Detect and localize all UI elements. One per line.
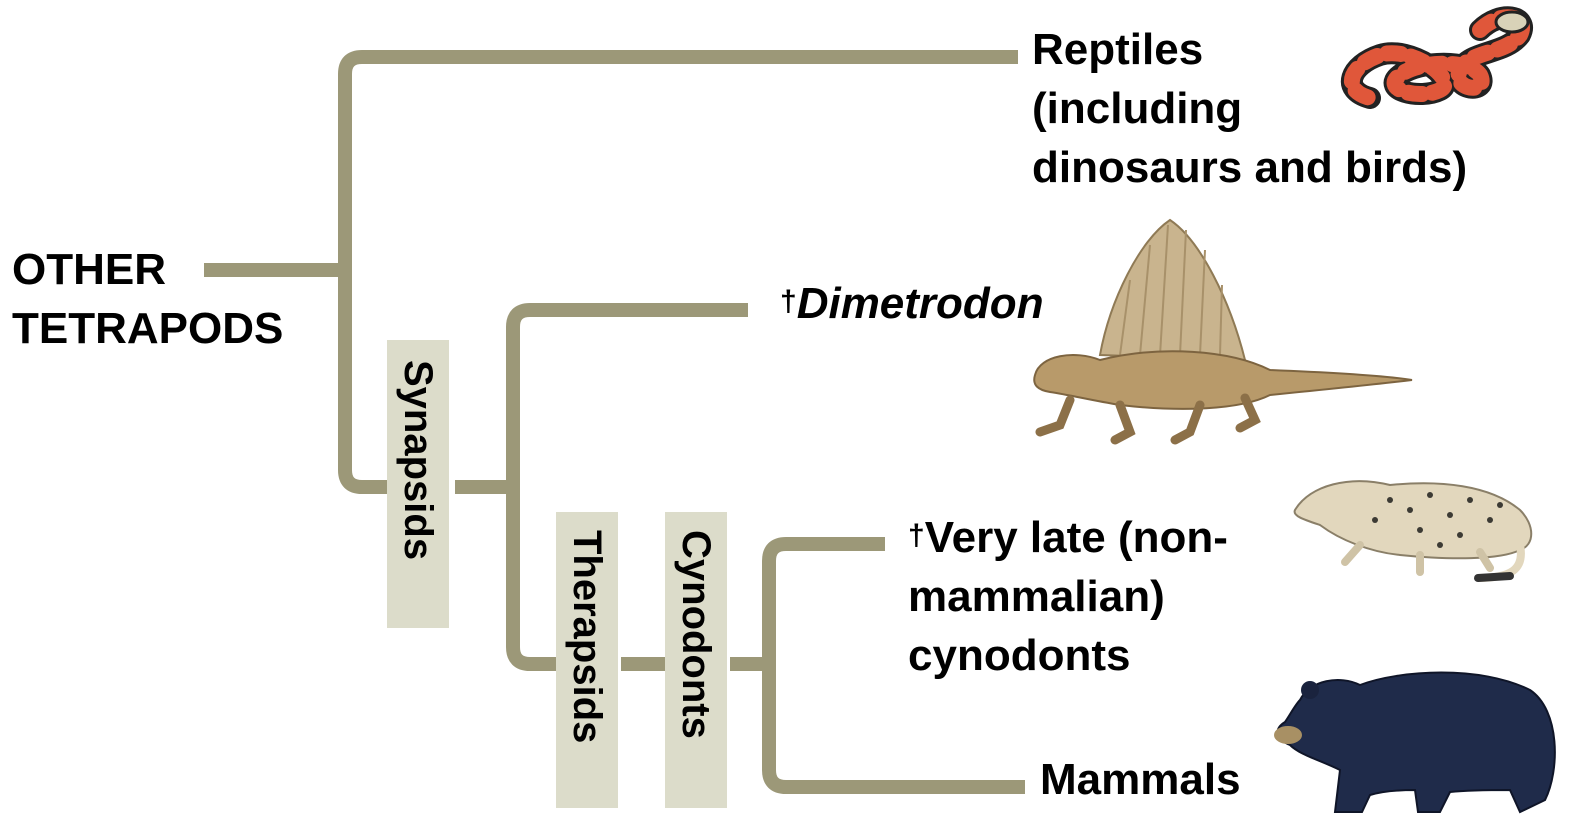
cynodonts-line1: †Very late (non- bbox=[908, 508, 1228, 567]
extinct-dagger: † bbox=[908, 519, 925, 552]
root-label-line1: OTHER bbox=[12, 240, 283, 299]
cynodonts-clade-label: Cynodonts bbox=[672, 530, 720, 739]
therapsids-clade-label: Therapsids bbox=[563, 530, 611, 743]
reptiles-line1: Reptiles bbox=[1032, 20, 1467, 79]
cynodonts-label: †Very late (non- mammalian) cynodonts bbox=[908, 508, 1228, 685]
reptiles-line2: (including bbox=[1032, 79, 1467, 138]
cynodonts-clade-box: Cynodonts bbox=[665, 512, 727, 808]
root-label-line2: TETRAPODS bbox=[12, 299, 283, 358]
root-label: OTHER TETRAPODS bbox=[12, 240, 283, 358]
synapsids-clade-label: Synapsids bbox=[394, 360, 442, 560]
mammals-name: Mammals bbox=[1040, 755, 1241, 804]
extinct-dagger: † bbox=[780, 285, 797, 318]
dimetrodon-name: Dimetrodon bbox=[797, 279, 1044, 328]
cynodonts-line2: mammalian) bbox=[908, 567, 1228, 626]
therapsids-clade-box: Therapsids bbox=[556, 512, 618, 808]
mammals-label: Mammals bbox=[1040, 750, 1241, 809]
reptiles-line3: dinosaurs and birds) bbox=[1032, 138, 1467, 197]
cynodont-icon bbox=[1295, 481, 1532, 578]
bear-icon bbox=[1274, 673, 1555, 813]
dimetrodon-label: †Dimetrodon bbox=[780, 274, 1044, 333]
reptiles-label: Reptiles (including dinosaurs and birds) bbox=[1032, 20, 1467, 197]
dimetrodon-icon bbox=[1034, 220, 1412, 440]
cynodonts-line3: cynodonts bbox=[908, 626, 1228, 685]
synapsids-clade-box: Synapsids bbox=[387, 340, 449, 628]
